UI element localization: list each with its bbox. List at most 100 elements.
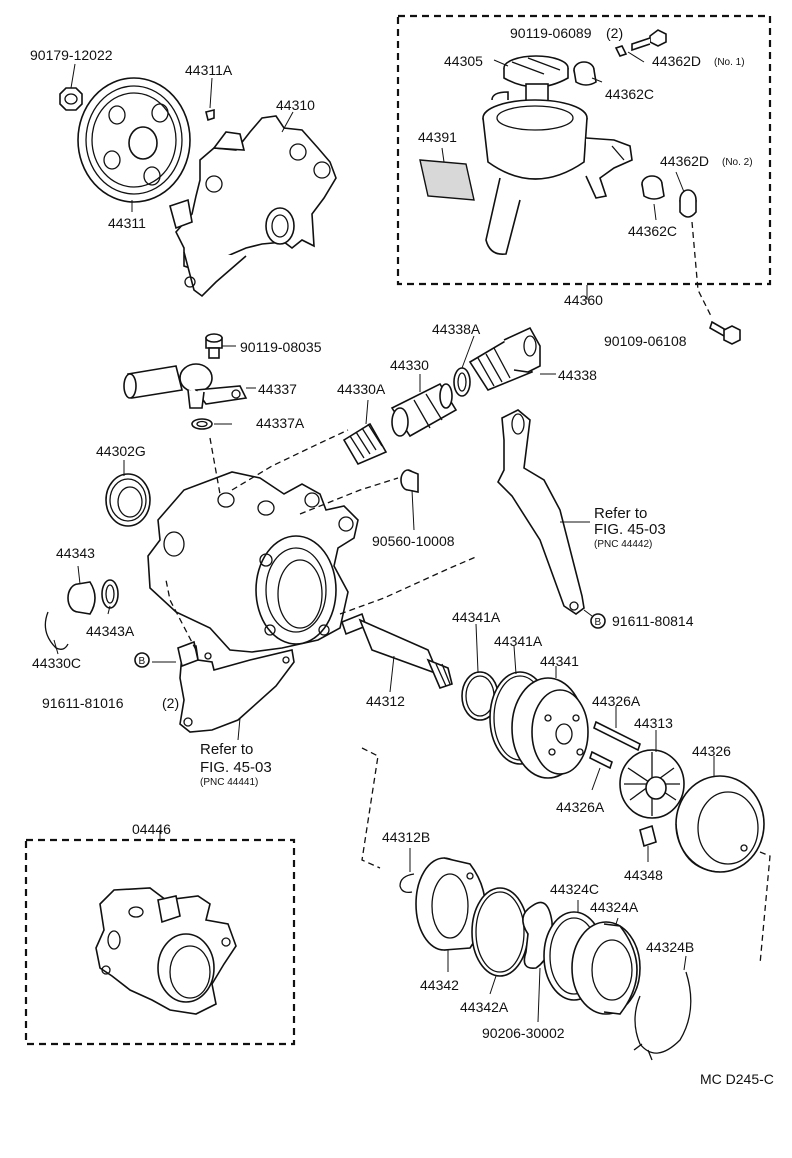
footer-code: MC D245-C — [700, 1071, 774, 1087]
union-44337 — [123, 363, 248, 409]
label-44330: 44330 — [390, 357, 429, 373]
label-44362D-no1-note: (No. 1) — [714, 57, 745, 68]
ref-44441-line3: (PNC 44441) — [200, 777, 258, 788]
shaft-44312 — [341, 612, 453, 689]
nut-90179-12022 — [59, 87, 83, 111]
label-44362D-no2-note: (No. 2) — [722, 157, 753, 168]
svg-text:B: B — [139, 656, 146, 667]
label-44311A: 44311A — [185, 62, 233, 78]
collar-44362D-no2 — [679, 189, 697, 218]
pump-housing — [147, 471, 359, 653]
label-44312B: 44312B — [382, 829, 430, 845]
spring-44330A — [342, 422, 388, 466]
label-91611-80814: 91611-80814 — [612, 613, 694, 629]
svg-text:B: B — [595, 617, 602, 628]
valve-44330 — [390, 382, 458, 438]
label-44326A-bottom: 44326A — [556, 799, 605, 815]
vane-44326A-top — [593, 720, 641, 752]
seal-44302G — [105, 473, 151, 527]
label-44362D-no2: 44362D — [660, 153, 709, 169]
o-ring-44342A — [471, 887, 529, 977]
gasket-kit-04446 — [95, 887, 237, 1015]
label-44311: 44311 — [108, 215, 146, 231]
label-44362D-no1: 44362D — [652, 53, 701, 69]
label-44337: 44337 — [258, 381, 297, 397]
label-44362C-bottom: 44362C — [628, 223, 677, 239]
label-04446: 04446 — [132, 821, 171, 837]
pin-90560-10008 — [400, 469, 419, 493]
label-44326: 44326 — [692, 743, 731, 759]
pin-44348 — [639, 824, 657, 848]
label-44324C: 44324C — [550, 881, 599, 897]
grommet-44362C-bottom — [641, 175, 665, 200]
cover-44324A — [571, 921, 641, 1015]
pump-assembly-44310 — [169, 115, 337, 298]
o-ring-44338A — [453, 367, 471, 397]
label-44337A: 44337A — [256, 415, 305, 431]
bolt-90109-06108 — [709, 320, 741, 345]
bolt-90119-08035 — [205, 333, 223, 359]
ref-44442-line3: (PNC 44442) — [594, 539, 652, 550]
label-44341: 44341 — [540, 653, 579, 669]
bracket-44391 — [419, 159, 475, 201]
label-91611-81016: 91611-81016 — [42, 695, 124, 711]
label-44343A: 44343A — [86, 623, 135, 639]
ref-44441-line1: Refer to — [200, 741, 253, 758]
label-44313: 44313 — [634, 715, 673, 731]
label-91611-81016-qty: (2) — [162, 695, 179, 711]
side-plate-44341 — [511, 677, 589, 779]
o-ring-44343A — [101, 579, 119, 609]
label-90560-10008: 90560-10008 — [372, 533, 455, 549]
label-44342: 44342 — [420, 977, 459, 993]
label-44324B: 44324B — [646, 939, 694, 955]
label-44342A: 44342A — [460, 999, 509, 1015]
label-44310: 44310 — [276, 97, 315, 113]
bolt-marker-right: B — [590, 613, 606, 629]
snap-ring-44312B — [399, 873, 415, 894]
label-44391: 44391 — [418, 129, 457, 145]
label-44338A: 44338A — [432, 321, 481, 337]
ref-44441-line2: FIG. 45-03 — [200, 759, 272, 776]
label-44341A-2: 44341A — [494, 633, 543, 649]
label-44343: 44343 — [56, 545, 95, 561]
label-44330C: 44330C — [32, 655, 81, 671]
reservoir-tank — [482, 91, 633, 256]
fitting-44338 — [468, 326, 541, 391]
bracket-pnc-44441 — [177, 640, 295, 733]
reservoir-assembly-box — [396, 14, 772, 286]
label-90179-12022: 90179-12022 — [30, 47, 113, 63]
label-90109-06108: 90109-06108 — [604, 333, 687, 349]
key-44311A — [205, 108, 215, 122]
bracket-pnc-44442 — [497, 409, 585, 615]
cam-ring-44326 — [675, 775, 765, 873]
label-44338: 44338 — [558, 367, 597, 383]
ref-44442-line2: FIG. 45-03 — [594, 521, 666, 538]
label-90119-08035: 90119-08035 — [240, 339, 322, 355]
vane-44326A-bottom — [589, 750, 613, 770]
ref-44442-line1: Refer to — [594, 505, 647, 522]
snap-ring-44330C — [44, 611, 69, 650]
label-44341A-1: 44341A — [452, 609, 501, 625]
label-44360: 44360 — [564, 292, 603, 308]
label-44326A-top: 44326A — [592, 693, 641, 709]
bolt-90119-06089 — [614, 29, 667, 57]
label-90206-30002: 90206-30002 — [482, 1025, 565, 1041]
label-44362C-top: 44362C — [605, 86, 654, 102]
bolt-marker-left: B — [134, 652, 150, 668]
gasket-44337A — [191, 418, 213, 430]
cover-44342 — [415, 857, 486, 951]
rotor-44313 — [619, 749, 685, 819]
grommet-44362C-top — [573, 61, 597, 86]
label-90119-06089: 90119-06089 — [510, 25, 592, 41]
snap-ring-44324B — [633, 971, 692, 1061]
pulley-44311 — [77, 77, 191, 203]
label-90119-06089-qty: (2) — [606, 25, 623, 41]
label-44302G: 44302G — [96, 443, 146, 459]
label-44330A: 44330A — [337, 381, 386, 397]
plug-44343 — [67, 581, 96, 615]
label-44348: 44348 — [624, 867, 663, 883]
label-44324A: 44324A — [590, 899, 639, 915]
label-44312: 44312 — [366, 693, 405, 709]
label-44305: 44305 — [444, 53, 483, 69]
